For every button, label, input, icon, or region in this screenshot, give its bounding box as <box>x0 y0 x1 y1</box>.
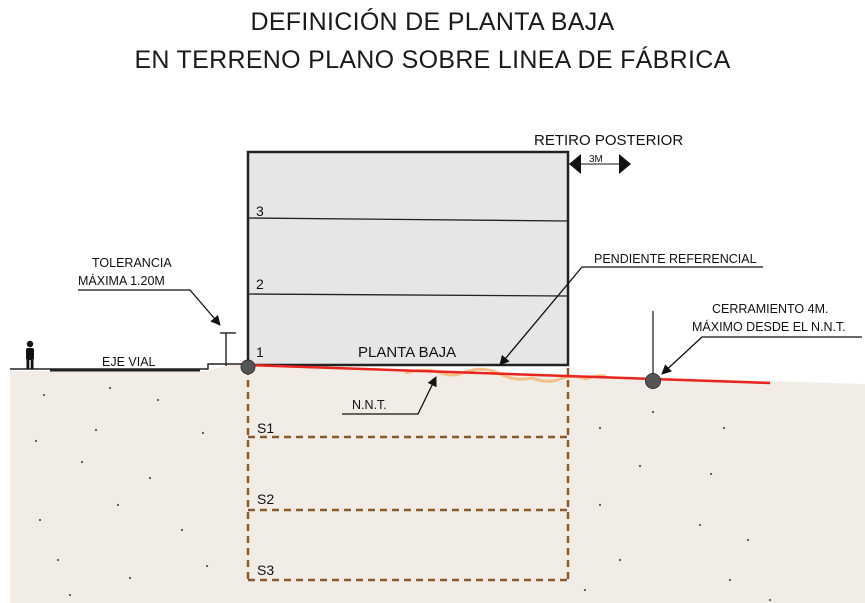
retiro-dimension-arrows <box>569 154 631 174</box>
planta-baja-label: PLANTA BAJA <box>358 344 456 361</box>
tolerance-marker <box>220 332 236 366</box>
eje-vial-label: EJE VIAL <box>102 355 156 369</box>
tolerancia-label-1: TOLERANCIA <box>92 256 172 270</box>
cerramiento-leader <box>661 336 862 375</box>
building-block <box>246 150 570 367</box>
fence-point <box>645 373 661 389</box>
nnt-label: N.N.T. <box>352 398 387 412</box>
tolerancia-label-2: MÁXIMA 1.20M <box>78 273 165 288</box>
basement-label-s2: S2 <box>257 491 274 507</box>
floor-divider-2 <box>247 293 569 297</box>
ground-texture <box>34 386 772 602</box>
nnt-leader <box>342 376 437 415</box>
floor-divider-3 <box>247 217 569 222</box>
basement-label-s3: S3 <box>257 562 274 578</box>
floor-label-1: 1 <box>256 344 264 360</box>
title-line-2: EN TERRENO PLANO SOBRE LINEA DE FÁBRICA <box>134 46 731 74</box>
cerramiento-label-1: CERRAMIENTO 4M. <box>712 302 828 316</box>
title-line-1: DEFINICIÓN DE PLANTA BAJA <box>250 8 615 36</box>
pendiente-label: PENDIENTE REFERENCIAL <box>594 252 757 266</box>
lot-front-point <box>240 359 256 375</box>
cerramiento-label-2: MÁXIMO DESDE EL N.N.T. <box>692 319 846 334</box>
ground-area <box>10 365 865 603</box>
basement-label-s1: S1 <box>257 420 274 436</box>
retiro-dimension-label: 3M <box>589 154 603 165</box>
reference-slope-line <box>247 363 771 385</box>
basement-outline <box>246 368 570 582</box>
floor-label-2: 2 <box>256 276 264 292</box>
floor-label-3: 3 <box>256 203 264 219</box>
person-icon <box>26 340 34 369</box>
tolerancia-leader <box>78 289 221 326</box>
pendiente-leader <box>499 266 763 366</box>
retiro-posterior-label: RETIRO POSTERIOR <box>534 132 683 149</box>
